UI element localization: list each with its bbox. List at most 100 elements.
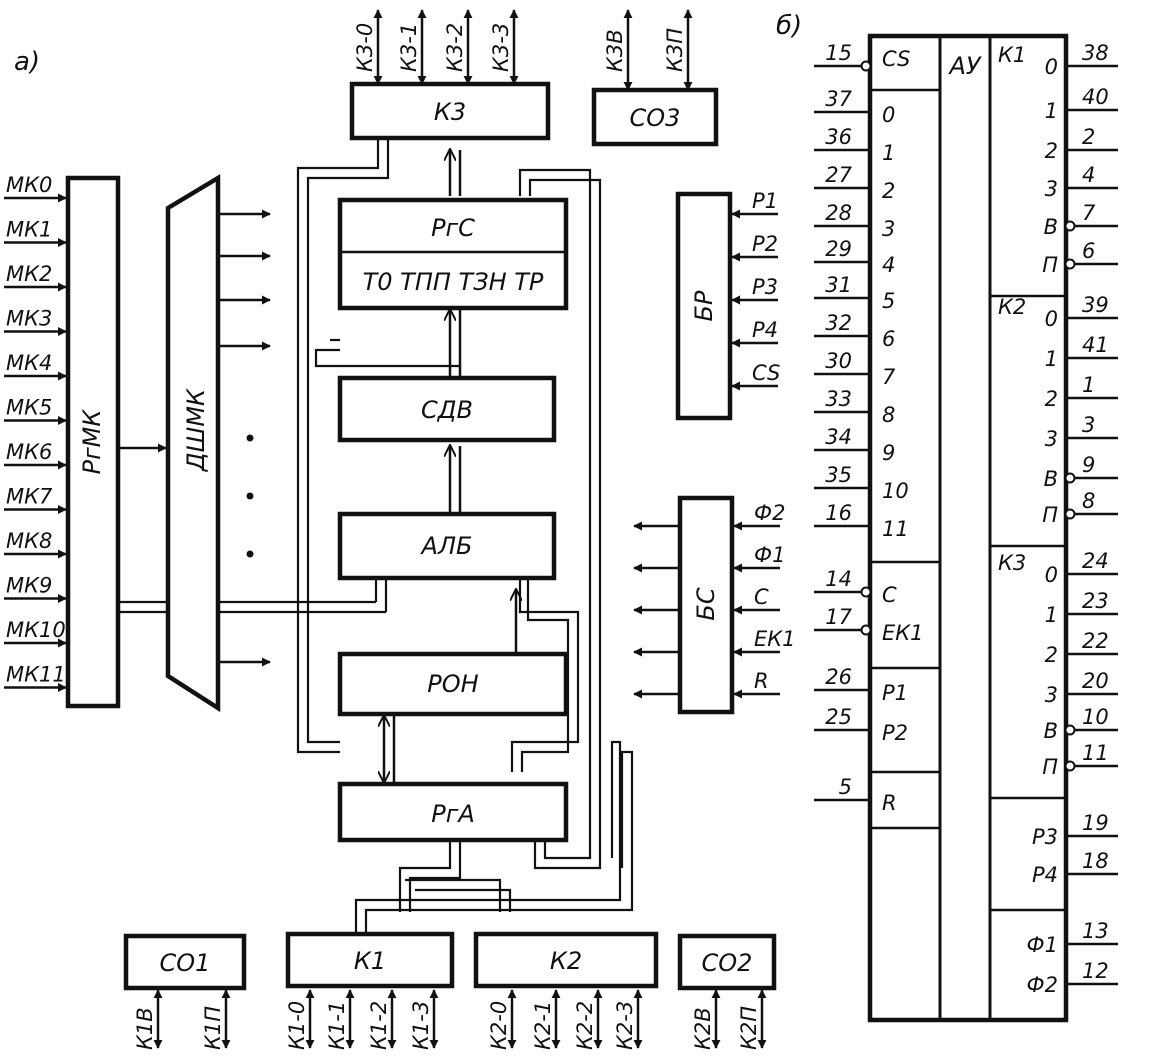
- dshmk-label: ДШМК: [182, 388, 210, 472]
- chip-right-pin-number: 7: [1082, 201, 1096, 225]
- dshmk-output-arrows: [220, 209, 271, 667]
- mk-input-label: МК3: [6, 307, 52, 331]
- au-chip-body: [867, 33, 1069, 1023]
- chip-right-pin-name: 0: [1045, 563, 1058, 587]
- bs-label: БС: [692, 587, 720, 620]
- mk-input-label: МК10: [6, 618, 66, 642]
- chip-left-pin-name: P1: [882, 681, 908, 705]
- panel-a-label: а): [14, 47, 40, 77]
- rgc-block: [337, 197, 569, 311]
- chip-right-pin-name: Ф2: [1027, 973, 1058, 997]
- chip-right-pin-name: 0: [1045, 55, 1058, 79]
- chip-left-pin-name: C: [882, 583, 897, 607]
- chip-right-pin-number: 22: [1082, 629, 1109, 653]
- chip-right-pin-name: В: [1044, 215, 1058, 239]
- k2-pin-label: К2-0: [487, 1001, 511, 1050]
- chip-right-pin-name: 1: [1045, 99, 1058, 123]
- bs-block: [677, 495, 735, 715]
- chip-left-pin-number: 14: [825, 567, 852, 591]
- chip-right-pin-name: 3: [1045, 177, 1058, 201]
- au-chip-title: АУ: [947, 52, 981, 80]
- bs-input-label: R: [754, 669, 769, 693]
- co3-pin-label: К3П: [663, 28, 687, 72]
- inverted-output-bubble: [1064, 508, 1076, 520]
- k1-label: К1: [354, 947, 386, 975]
- co1-pin-label: К1В: [133, 1007, 157, 1050]
- chip-right-pin-number: 38: [1082, 41, 1109, 65]
- rga-block: [337, 781, 569, 843]
- chip-right-pin-number: 6: [1082, 239, 1095, 263]
- chip-right-pin-number: 4: [1082, 163, 1095, 187]
- mk-input-label: МК6: [6, 440, 52, 464]
- co2-pin-label: К2П: [737, 1006, 761, 1050]
- chip-right-pin-number: 18: [1082, 849, 1109, 873]
- k3-label: К3: [434, 98, 466, 126]
- chip-left-pin-number: 5: [839, 775, 852, 799]
- inverted-output-bubble: [1064, 724, 1076, 736]
- co1-label: СО1: [160, 949, 211, 977]
- chip-left-pin-name: P2: [882, 721, 908, 745]
- chip-right-pin-name: 0: [1045, 307, 1058, 331]
- chip-right-pin-number: 10: [1082, 705, 1109, 729]
- chip-left-pin-name: 10: [882, 479, 909, 503]
- dshmk-decoder-block: [165, 174, 221, 713]
- chip-right-pin-name: В: [1044, 467, 1058, 491]
- chip-right-pin-name: 2: [1045, 387, 1058, 411]
- k3-pin-label: К3-0: [353, 23, 377, 72]
- alb-block: [337, 511, 557, 581]
- chip-left-pin-number: 25: [825, 705, 852, 729]
- k1-pin-label: К1-1: [325, 1001, 349, 1050]
- mk-input-label: МК11: [6, 663, 66, 687]
- chip-left-pin-number: 17: [825, 605, 852, 629]
- inverted-output-bubble: [1064, 220, 1076, 232]
- chip-right-pin-number: 40: [1082, 85, 1109, 109]
- br-input-label: P3: [752, 275, 778, 299]
- chip-right-pin-number: 13: [1082, 919, 1109, 943]
- k2-pin-label: К2-1: [531, 1001, 555, 1050]
- chip-left-pin-number: 37: [825, 87, 852, 111]
- chip-right-pin-number: 19: [1082, 811, 1109, 835]
- chip-left-pin-name: 0: [882, 103, 895, 127]
- bs-input-label: Ф2: [754, 501, 785, 525]
- chip-left-pin-number: 31: [825, 273, 852, 297]
- chip-right-pin-number: 12: [1082, 959, 1109, 983]
- chip-right-pin-name: P4: [1032, 863, 1058, 887]
- mk-input-label: МК0: [6, 173, 52, 197]
- panel-b-label: б): [776, 11, 802, 41]
- chip-right-pin-number: 8: [1082, 489, 1095, 513]
- chip-right-pin-name: В: [1044, 719, 1058, 743]
- chip-right-pin-number: 11: [1082, 741, 1109, 765]
- chip-port-group-label: К2: [998, 295, 1026, 319]
- chip-right-pin-number: 41: [1082, 333, 1109, 357]
- chip-left-pin-number: 28: [825, 201, 852, 225]
- bs-input-label: C: [754, 585, 769, 609]
- chip-left-pin-number: 32: [825, 311, 852, 335]
- chip-left-pin-name: 7: [882, 365, 896, 389]
- chip-left-pin-name: CS: [882, 47, 910, 71]
- chip-left-pin-name: 6: [882, 327, 895, 351]
- br-input-label: P1: [752, 189, 778, 213]
- rgmk-block: [65, 175, 121, 709]
- mk-input-label: МК5: [6, 396, 52, 420]
- k1-block: [285, 931, 455, 989]
- chip-right-pin-number: 20: [1082, 669, 1109, 693]
- chip-right-pin-number: 1: [1082, 373, 1095, 397]
- k1-pin-label: К1-3: [409, 1001, 433, 1050]
- chip-right-pin-name: 2: [1045, 643, 1058, 667]
- chip-right-pin-name: П: [1042, 253, 1058, 277]
- k1-pin-label: К1-2: [367, 1001, 391, 1050]
- k1-pin-label: К1-0: [285, 1001, 309, 1050]
- chip-right-pin-number: 39: [1082, 293, 1109, 317]
- chip-left-pin-number: 34: [825, 425, 852, 449]
- chip-right-pin-name: 1: [1045, 347, 1058, 371]
- br-block: [675, 191, 733, 421]
- mk-input-label: МК8: [6, 529, 52, 553]
- k3-pin-label: К3-2: [443, 23, 467, 72]
- chip-port-group-label: К3: [998, 551, 1026, 575]
- chip-right-pin-number: 24: [1082, 549, 1109, 573]
